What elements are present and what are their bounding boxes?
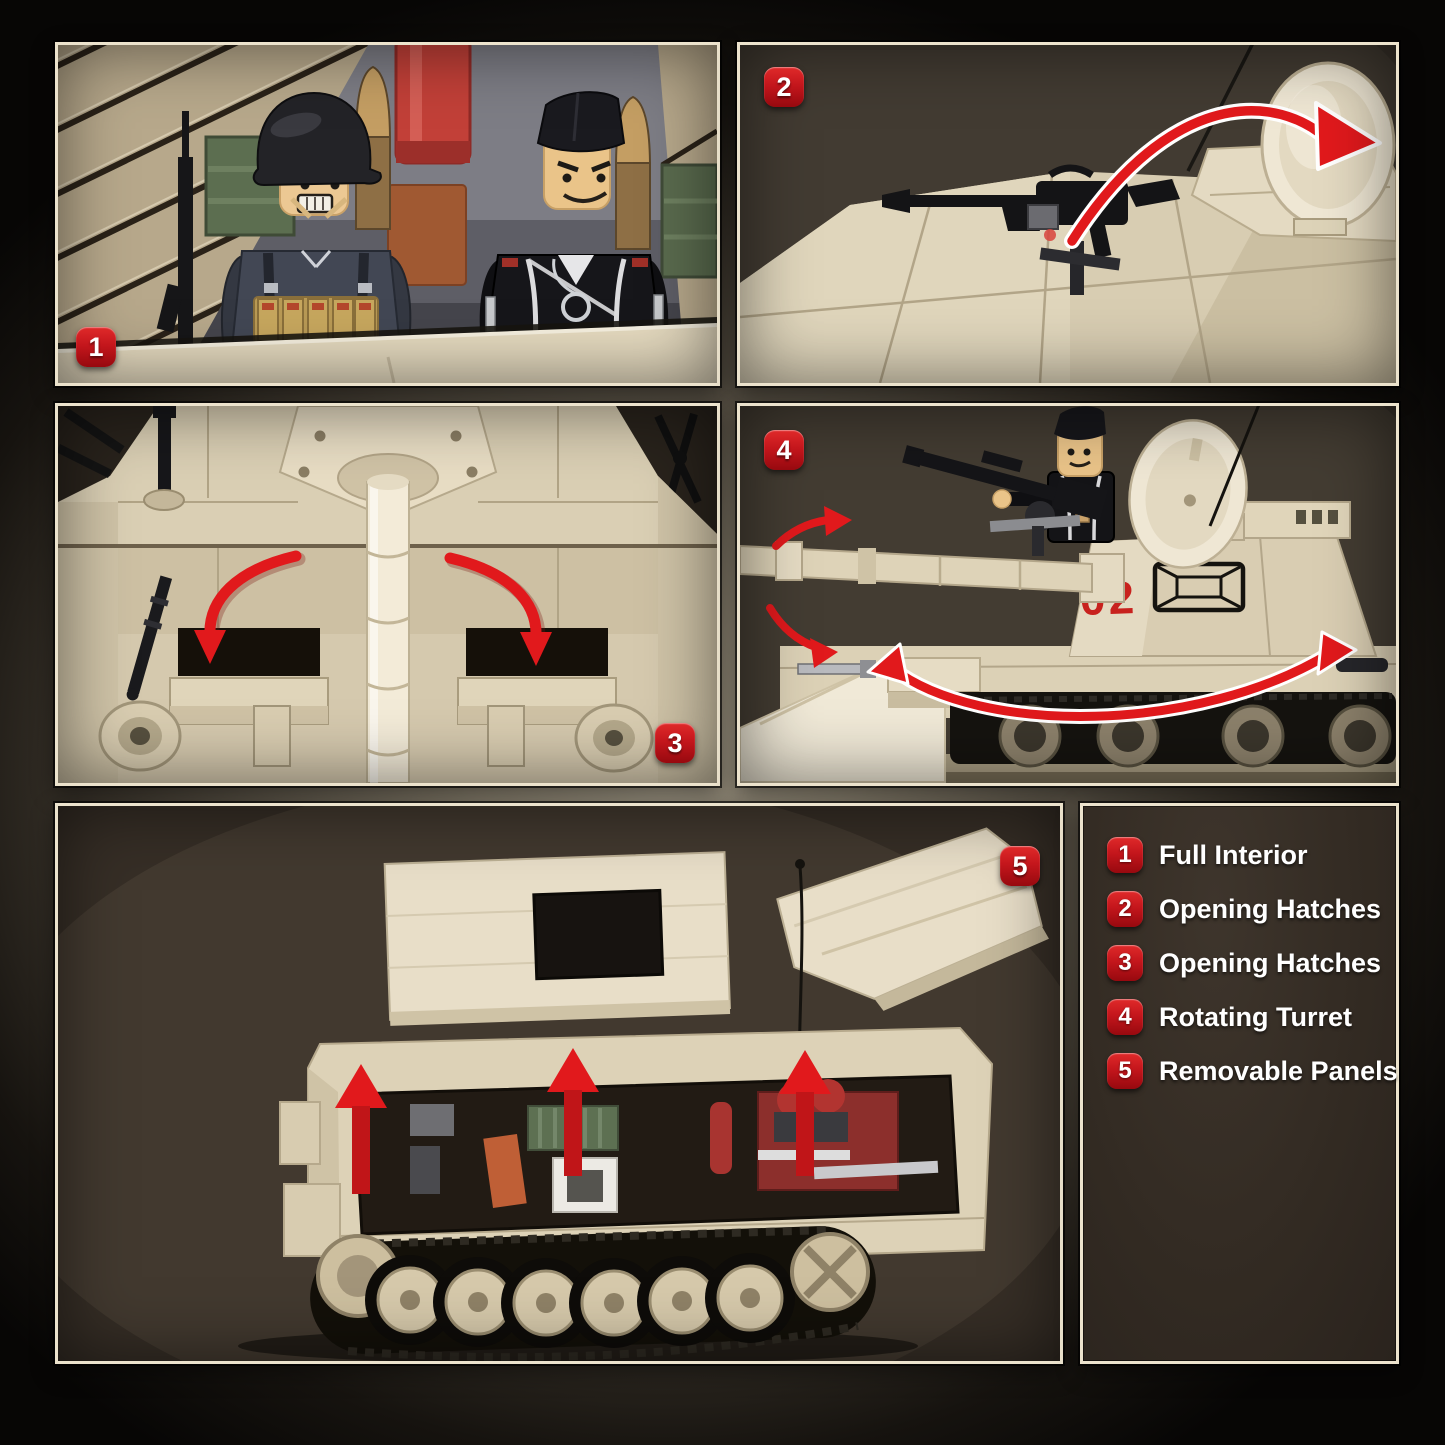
hull-mg xyxy=(143,406,185,511)
callout-badge-4: 4 xyxy=(764,430,804,470)
side-cap xyxy=(536,91,626,153)
wire-cutters xyxy=(654,412,702,506)
track-assembly xyxy=(310,1226,876,1361)
roof-plate-right xyxy=(776,827,1049,1011)
supply-crate xyxy=(660,163,717,279)
legend-label: Opening Hatches xyxy=(1159,947,1382,978)
legend-label: Full Interior xyxy=(1159,839,1308,870)
callout-badge-3: 3 xyxy=(655,723,695,763)
legend-label: Opening Hatches xyxy=(1159,893,1382,924)
legend-item-opening-hatches-1: 2 Opening Hatches xyxy=(1107,882,1386,936)
rotate-arrow-icon-down xyxy=(766,604,838,668)
helmet xyxy=(252,91,382,187)
antenna xyxy=(1186,45,1254,172)
front-hatch-scene xyxy=(58,406,717,783)
legend-item-opening-hatches-2: 3 Opening Hatches xyxy=(1107,936,1386,990)
lift-arrow-icon-2 xyxy=(547,1048,599,1176)
panel-opening-hatch-top: 2 xyxy=(737,42,1399,386)
antenna xyxy=(1208,406,1261,527)
callout-badge-1: 1 xyxy=(76,327,116,367)
turret-mg xyxy=(902,445,1109,556)
open-arrow-icon xyxy=(1064,101,1382,249)
panel-opening-hatches-front: 3 xyxy=(55,403,720,786)
removable-panels-scene xyxy=(58,806,1060,1361)
callout-badge-5: 5 xyxy=(1000,846,1040,886)
interior-scene xyxy=(58,45,717,383)
tool-left xyxy=(58,408,125,479)
legend-number-1: 1 xyxy=(1107,837,1143,873)
lift-arrow-icon-1 xyxy=(335,1064,387,1194)
legend-item-rotating-turret: 4 Rotating Turret xyxy=(1107,990,1386,1044)
legend-item-full-interior: 1 Full Interior xyxy=(1107,828,1386,882)
legend-label: Removable Panels xyxy=(1159,1055,1398,1086)
panel-full-interior: 1 xyxy=(55,42,720,386)
rotation-swoosh-arrow xyxy=(866,630,1358,724)
bow-mg xyxy=(797,663,869,675)
hull-open xyxy=(279,1026,994,1306)
legend-list: 1 Full Interior 2 Opening Hatches 3 Open… xyxy=(1083,806,1398,1098)
hatch-scene xyxy=(740,45,1396,383)
hull-edge xyxy=(58,317,717,383)
open-arrow-icon-left xyxy=(194,550,306,664)
legend-number-2: 2 xyxy=(1107,891,1143,927)
legend-number-4: 4 xyxy=(1107,999,1143,1035)
idler-wheel xyxy=(790,1232,870,1312)
main-gun-barrel xyxy=(366,474,410,783)
hatch-disc-open xyxy=(1128,419,1248,569)
legend-label: Rotating Turret xyxy=(1159,1001,1352,1032)
legend-number-5: 5 xyxy=(1107,1053,1143,1089)
mg-barrel-side xyxy=(126,575,173,701)
gun-barrel xyxy=(740,541,1125,603)
roof-plate-left xyxy=(383,851,731,1026)
panel-removable-panels: 5 xyxy=(55,803,1063,1364)
open-hatch-left xyxy=(169,628,329,725)
feature-legend: 1 Full Interior 2 Opening Hatches 3 Open… xyxy=(1080,803,1399,1364)
legend-item-removable-panels: 5 Removable Panels xyxy=(1107,1044,1398,1098)
callout-badge-2: 2 xyxy=(764,67,804,107)
shadow-corner xyxy=(58,406,158,502)
rotate-arrow-icon-up xyxy=(772,506,852,550)
road-wheels xyxy=(365,1253,795,1348)
open-arrow-icon-right xyxy=(444,552,552,666)
lift-arrow-icon-3 xyxy=(779,1050,831,1176)
seat-back xyxy=(387,184,467,286)
legend-number-3: 3 xyxy=(1107,945,1143,981)
headlight-right xyxy=(574,703,654,773)
headlight-left xyxy=(98,700,182,772)
panel-rotating-turret: 02 xyxy=(737,403,1399,786)
turret-hatch-outline xyxy=(1152,561,1246,613)
turret-scene: 02 xyxy=(740,406,1396,783)
commander-cap xyxy=(1054,406,1106,440)
fuel-canister xyxy=(394,45,472,165)
